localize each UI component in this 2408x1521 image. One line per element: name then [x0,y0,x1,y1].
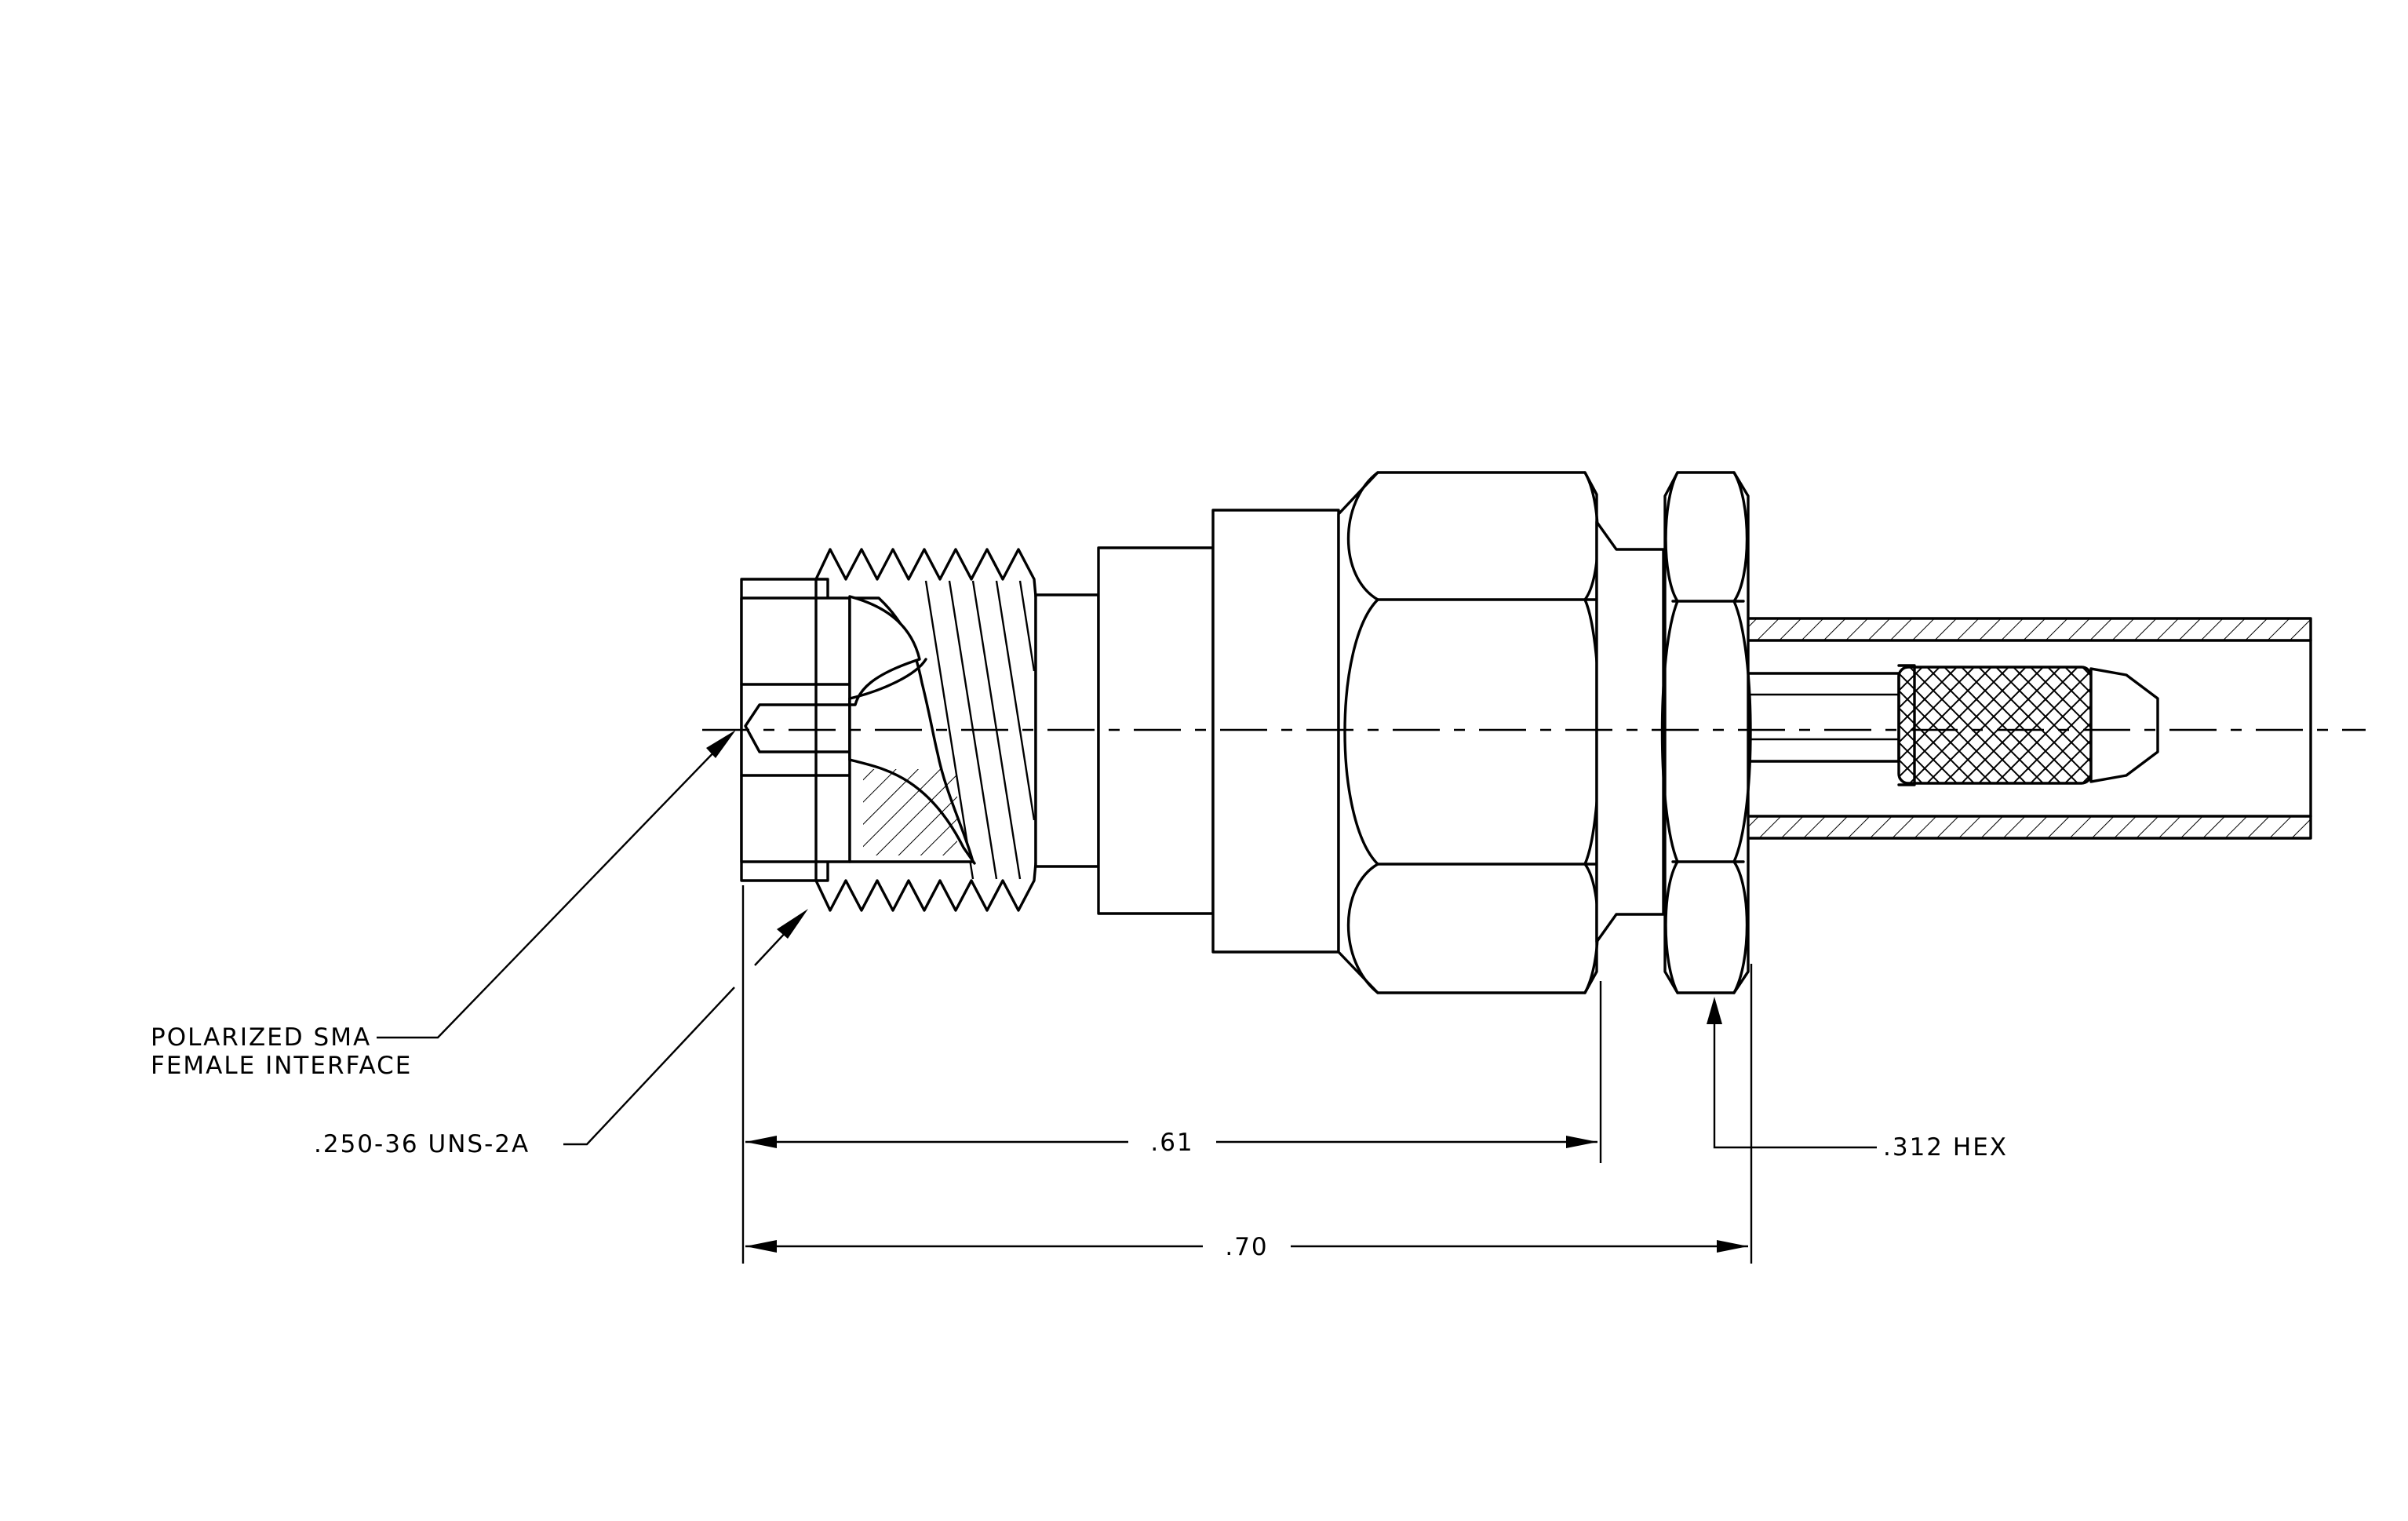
interface-leader [377,730,736,1039]
dimension-070 [745,1240,1748,1253]
dimension-061 [745,1136,1597,1148]
knurled-pin [1899,667,2091,783]
hex-label: .312 HEX [1883,1133,2008,1162]
interface-label-line1: POLARIZED SMA [151,1023,371,1052]
hex-leader [1707,997,1877,1149]
extension-lines [741,885,1753,1264]
dimension-061-label: .61 [1150,1129,1193,1157]
dimension-070-label: .70 [1225,1233,1268,1261]
thread-label: .250-36 UNS-2A [314,1130,530,1158]
interface-label-line2: FEMALE INTERFACE [151,1052,412,1080]
connector-body [1034,471,1752,994]
rear-tube [1744,617,2312,840]
thread-leader [563,909,808,1146]
